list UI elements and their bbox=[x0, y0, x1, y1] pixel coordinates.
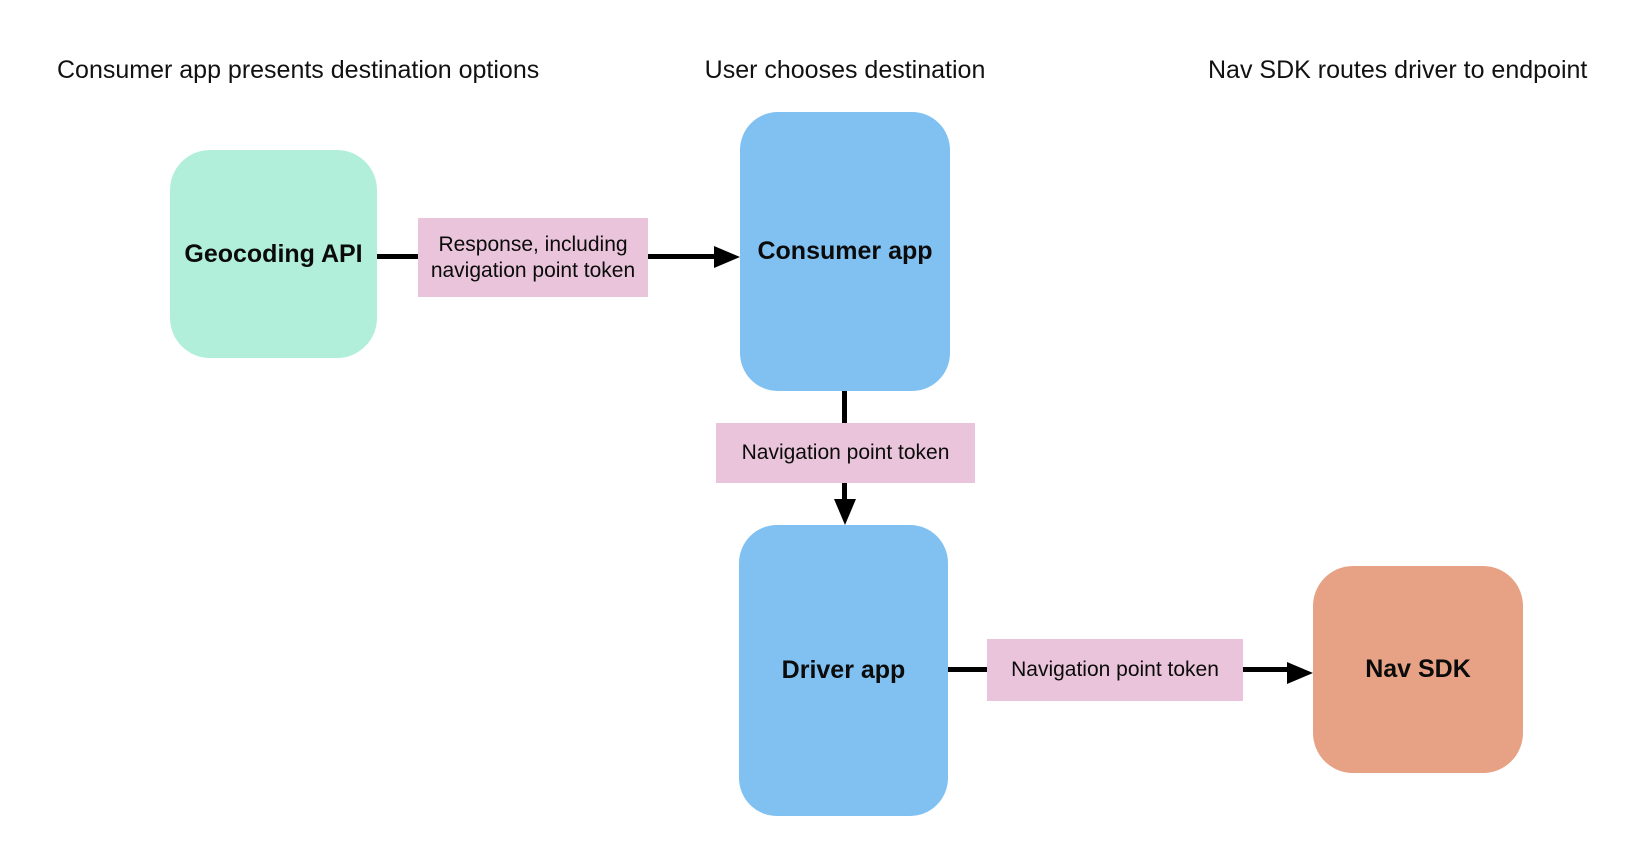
node-nav-sdk-label: Nav SDK bbox=[1365, 655, 1471, 683]
node-driver-app-label: Driver app bbox=[781, 656, 906, 684]
node-consumer-app-label: Consumer app bbox=[757, 237, 933, 265]
stage-caption-user-chooses: User chooses destination bbox=[704, 56, 986, 84]
arrowhead-down-icon bbox=[834, 499, 856, 525]
node-consumer-app: Consumer app bbox=[740, 112, 950, 391]
stage-caption-consumer-presents: Consumer app presents destination option… bbox=[57, 56, 540, 84]
arrowhead-right-icon bbox=[714, 246, 740, 268]
edge-label-navigation-point-token-2: Navigation point token bbox=[987, 639, 1243, 701]
node-geocoding-api-label: Geocoding API bbox=[184, 239, 363, 268]
node-driver-app: Driver app bbox=[739, 525, 948, 816]
node-geocoding-api: Geocoding API bbox=[170, 150, 377, 358]
edge-label-navigation-point-token-1: Navigation point token bbox=[716, 423, 975, 483]
stage-caption-nav-sdk-routes: Nav SDK routes driver to endpoint bbox=[1208, 56, 1588, 84]
node-nav-sdk: Nav SDK bbox=[1313, 566, 1523, 773]
edge-label-response-token: Response, including navigation point tok… bbox=[418, 218, 648, 297]
arrowhead-right-icon bbox=[1287, 662, 1313, 684]
